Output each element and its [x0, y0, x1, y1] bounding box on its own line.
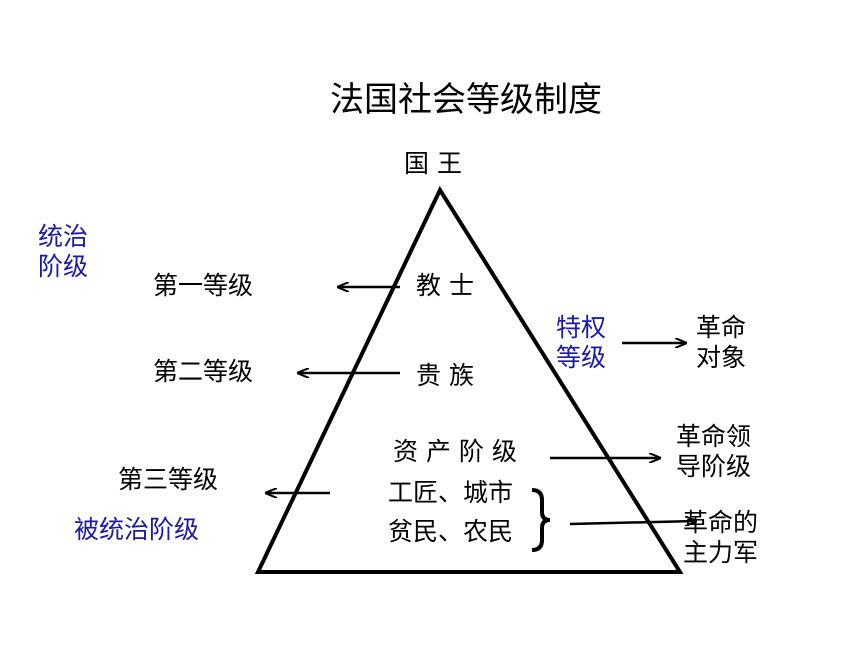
arrow-commoners-to-main-force [569, 521, 696, 524]
commoners-brace [531, 488, 551, 552]
revolution-target-line1: 革命 [696, 313, 747, 342]
third-estate-label: 第三等级 [118, 465, 219, 494]
revolution-force-line1: 革命的 [683, 508, 759, 537]
revolution-leader-line1: 革命领 [676, 422, 752, 451]
revolution-force-label: 革命的 主力军 [683, 508, 758, 568]
ruling-class-line1: 统治 [38, 222, 89, 251]
privileged-estate-label: 特权 等级 [556, 313, 606, 373]
privileged-line2: 等级 [556, 343, 607, 372]
commoners-label-line1: 工匠、城市 [388, 478, 514, 507]
ruling-class-label: 统治 阶级 [38, 222, 88, 282]
second-estate-label: 第二等级 [153, 357, 254, 386]
nobility-label: 贵 族 [416, 361, 474, 390]
pyramid-triangle [254, 185, 684, 574]
first-estate-label: 第一等级 [153, 271, 254, 300]
apex-king-label: 国 王 [404, 149, 462, 178]
commoners-label-line2: 贫民、农民 [388, 517, 514, 546]
diagram-title: 法国社会等级制度 [330, 80, 602, 120]
ruling-class-line2: 阶级 [38, 252, 89, 281]
revolution-leader-label: 革命领 导阶级 [676, 422, 751, 482]
revolution-target-line2: 对象 [696, 343, 747, 372]
privileged-line1: 特权 [556, 313, 607, 342]
revolution-target-label: 革命 对象 [696, 313, 746, 373]
ruled-class-label: 被统治阶级 [74, 515, 200, 544]
revolution-leader-line2: 导阶级 [676, 452, 752, 481]
revolution-force-line2: 主力军 [683, 538, 759, 567]
bourgeoisie-label: 资 产 阶 级 [393, 437, 517, 466]
clergy-label: 教 士 [416, 271, 474, 300]
